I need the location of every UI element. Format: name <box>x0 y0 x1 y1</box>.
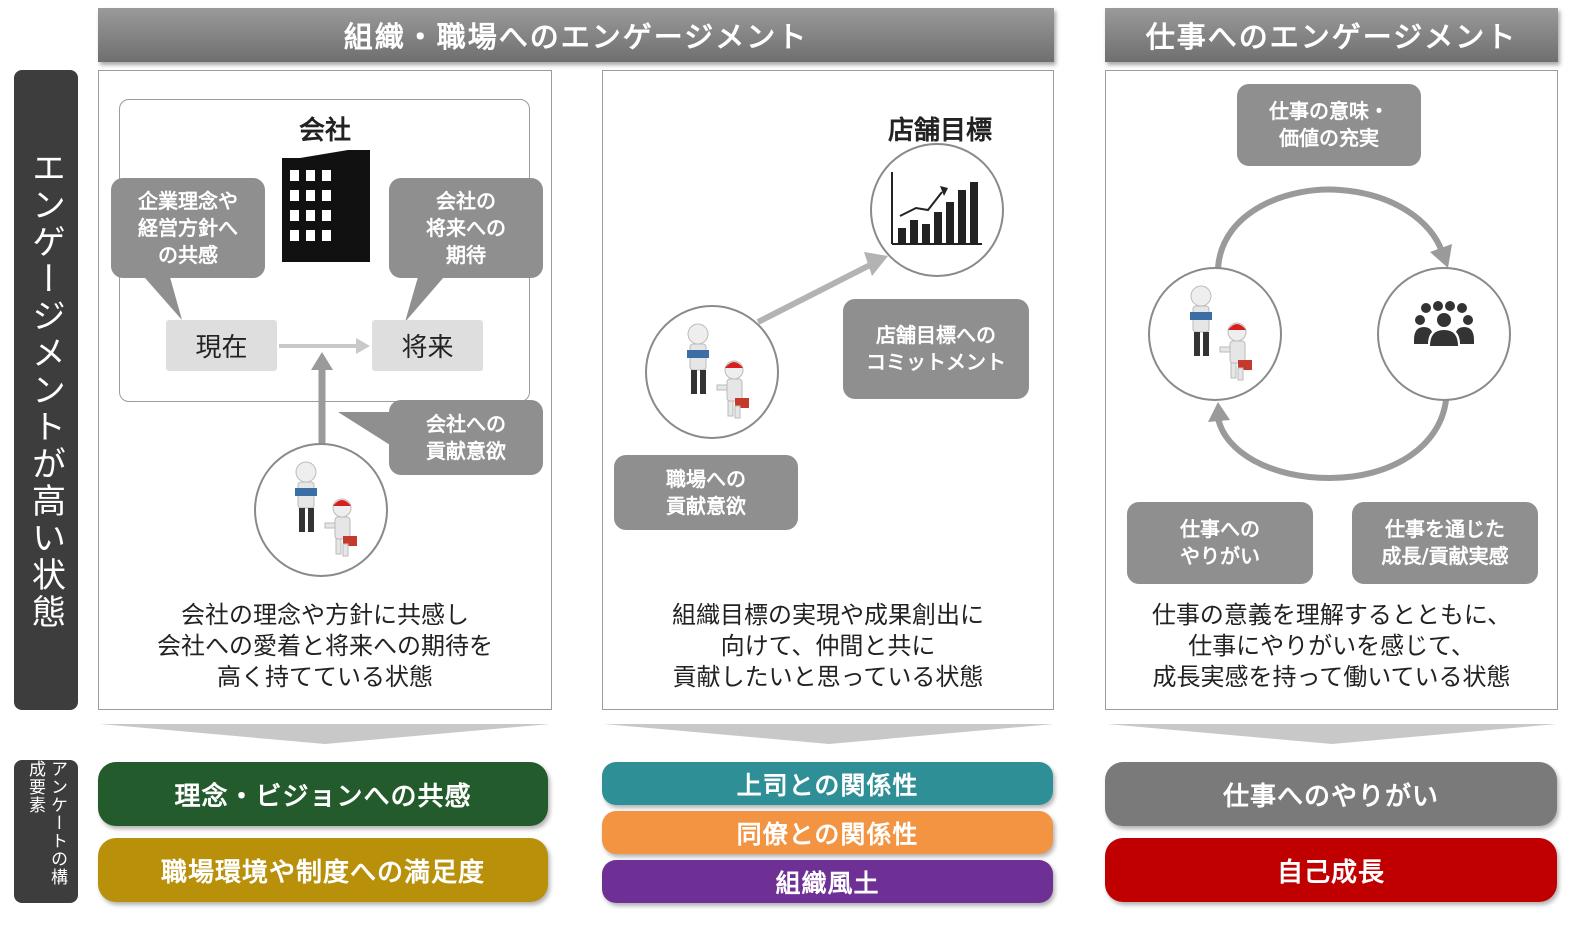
pill-org-culture: 組織風土 <box>602 860 1053 903</box>
callout-work-meaning: 仕事の意味・ 価値の充実 <box>1237 84 1421 166</box>
people-circle-store <box>645 305 779 439</box>
box-now: 現在 <box>166 320 277 371</box>
person-figures-icon <box>1175 284 1265 384</box>
side-label-survey-elements: アンケートの構成要素 <box>14 760 78 903</box>
callout-company-contribution: 会社への 貢献意欲 <box>389 400 543 475</box>
description-company: 会社の理念や方針に共感し 会社への愛着と将来への期待を 高く持てている状態 <box>157 601 493 691</box>
company-label: 会社 <box>298 116 351 146</box>
side-label-high-engagement: エンゲージメントが高い状態 <box>14 70 78 710</box>
description-store: 組織目標の実現や成果創出に 向けて、仲間と共に 貢献したいと思っている状態 <box>672 601 984 691</box>
person-figures-icon <box>280 460 370 560</box>
building-icon <box>278 150 372 262</box>
chart-icon <box>890 172 984 248</box>
pill-self-growth: 自己成長 <box>1105 838 1557 902</box>
pill-vision-empathy: 理念・ビジョンへの共感 <box>98 762 548 826</box>
people-icon <box>1414 300 1474 350</box>
callout-growth-contribution: 仕事を通じた 成長/貢献実感 <box>1352 502 1538 584</box>
description-work: 仕事の意義を理解するとともに、 仕事にやりがいを感じて、 成長実感を持って働いて… <box>1151 601 1512 691</box>
callout-store-commitment: 店舗目標への コミットメント <box>843 299 1029 399</box>
header-work-engagement: 仕事へのエンゲージメント <box>1105 8 1558 62</box>
callout-company-future: 会社の 将来への 期待 <box>389 178 543 278</box>
store-goal-label: 店舗目標 <box>887 116 992 146</box>
person-figures-icon <box>672 322 762 422</box>
callout-rewarding-work: 仕事への やりがい <box>1127 502 1313 584</box>
people-circle-work <box>1148 267 1282 401</box>
callout-philosophy-empathy: 企業理念や 経営方針へ の共感 <box>111 178 265 278</box>
pill-peer-relationship: 同僚との関係性 <box>602 811 1053 854</box>
pill-rewarding-work: 仕事へのやりがい <box>1105 762 1557 826</box>
pill-environment-satisfaction: 職場環境や制度への満足度 <box>98 838 548 902</box>
callout-workplace-contribution: 職場への 貢献意欲 <box>614 455 798 530</box>
header-org-engagement: 組織・職場へのエンゲージメント <box>98 8 1054 62</box>
box-future: 将来 <box>372 320 483 371</box>
pill-boss-relationship: 上司との関係性 <box>602 762 1053 805</box>
people-circle-company <box>254 443 388 577</box>
